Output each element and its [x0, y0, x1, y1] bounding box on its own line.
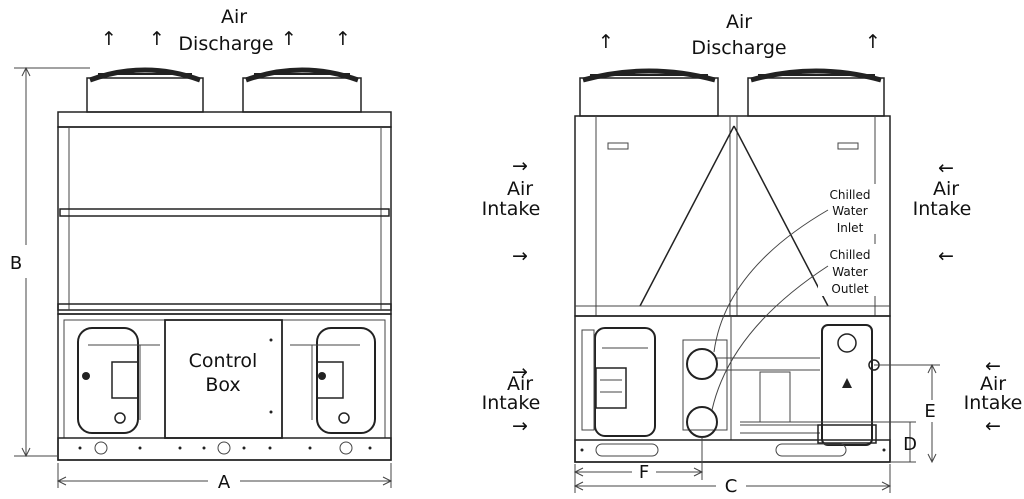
side-air-intake-upper-right-line2: Intake	[913, 198, 972, 220]
arrow-left-icon: ←	[938, 245, 954, 267]
front-air-discharge-line1: Air	[221, 6, 247, 28]
side-pump	[817, 324, 880, 446]
arrow-up-icon: ↑	[281, 28, 297, 50]
front-fan-left	[86, 67, 204, 113]
control-box-label-line2: Box	[205, 374, 240, 396]
dimension-e-label: E	[924, 401, 935, 422]
arrow-up-icon: ↑	[865, 31, 881, 53]
dimension-e: E	[874, 363, 940, 464]
front-coil-panel	[57, 126, 392, 311]
dimension-a-label: A	[218, 472, 231, 493]
side-fan-left	[579, 68, 719, 117]
arrow-up-icon: ↑	[101, 28, 117, 50]
dimension-d: D	[740, 421, 917, 463]
chilled-water-inlet-line2: Water	[832, 204, 868, 218]
front-compressor-left	[77, 327, 160, 434]
side-air-intake-upper-left-line2: Intake	[482, 198, 541, 220]
side-air-intake-lower-left-line2: Intake	[482, 392, 541, 414]
dimension-c: C	[573, 464, 892, 497]
chilled-water-outlet-callout: Chilled Water Outlet	[711, 244, 880, 411]
arrow-up-icon: ↑	[335, 28, 351, 50]
side-air-intake-lower-left-line1: Air	[507, 373, 533, 395]
front-fan-right	[242, 67, 362, 113]
chilled-water-outlet-line2: Water	[832, 265, 868, 279]
arrow-right-icon: →	[512, 361, 528, 383]
dimension-b-label: B	[10, 253, 22, 274]
arrow-right-icon: →	[512, 245, 528, 267]
front-view: Control Box Air Discharge ↑ ↑ ↑ ↑	[10, 6, 393, 493]
arrow-right-icon: →	[512, 415, 528, 437]
side-fan-right	[747, 68, 885, 117]
dimension-c-label: C	[725, 476, 738, 495]
side-air-intake-upper-right-line1: Air	[933, 178, 959, 200]
chilled-water-outlet-line1: Chilled	[830, 248, 871, 262]
control-box: Control Box	[164, 319, 283, 439]
side-air-discharge-line1: Air	[726, 11, 752, 33]
arrow-up-icon: ↑	[149, 28, 165, 50]
chilled-water-inlet-line3: Inlet	[837, 221, 864, 235]
front-compressor-right	[290, 327, 376, 434]
arrow-left-icon: ←	[985, 415, 1001, 437]
side-air-intake-upper-left-line1: Air	[507, 178, 533, 200]
side-air-intake-right-line1: Air	[980, 373, 1006, 395]
front-base-rail	[57, 437, 392, 461]
side-compressor	[581, 327, 656, 437]
dimension-d-label: D	[903, 434, 917, 455]
chilled-water-inlet-callout: Chilled Water Inlet	[713, 184, 880, 353]
dimension-b: B	[10, 66, 90, 458]
arrow-right-icon: →	[512, 155, 528, 177]
dimension-f-label: F	[639, 462, 649, 483]
arrow-left-icon: ←	[985, 355, 1001, 377]
front-top-frame	[57, 111, 392, 128]
arrow-up-icon: ↑	[598, 31, 614, 53]
chilled-water-outlet-line3: Outlet	[831, 282, 868, 296]
front-mid-rail	[59, 208, 390, 217]
front-air-discharge-line2: Discharge	[178, 33, 273, 55]
side-view: Air Discharge ↑ ↑ → Air Intake → → Air I…	[482, 11, 1023, 497]
control-box-label-line1: Control	[189, 350, 258, 372]
side-air-discharge-line2: Discharge	[691, 37, 786, 59]
arrow-left-icon: ←	[938, 157, 954, 179]
chilled-water-inlet-line1: Chilled	[830, 188, 871, 202]
side-air-intake-right-line2: Intake	[964, 392, 1023, 414]
side-base-rail	[574, 439, 891, 463]
dimension-a: A	[56, 463, 393, 493]
dimension-f: F	[573, 437, 704, 483]
